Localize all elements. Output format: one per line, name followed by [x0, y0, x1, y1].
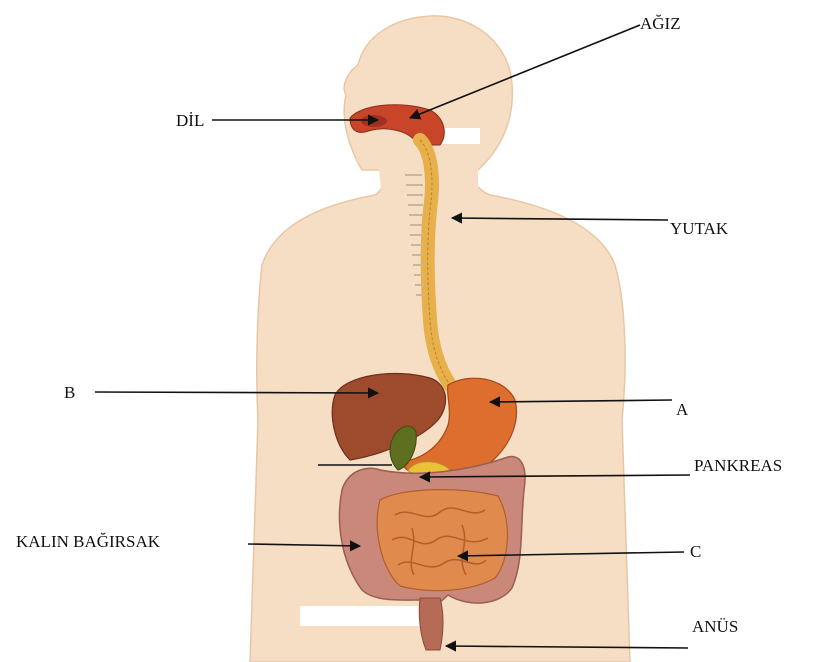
label-pankreas: PANKREAS	[694, 456, 782, 475]
label-c: C	[690, 542, 701, 561]
tongue-organ	[361, 115, 387, 127]
pelvis-gap	[300, 606, 420, 626]
leader-b	[95, 392, 378, 393]
label-dil: DİL	[176, 111, 204, 130]
label-anus: ANÜS	[692, 617, 738, 636]
rectum-organ	[419, 598, 443, 650]
label-a: A	[676, 400, 689, 419]
label-b: B	[64, 383, 75, 402]
label-agiz: AĞIZ	[640, 14, 681, 33]
label-kalin-bagirsak: KALIN BAĞIRSAK	[16, 532, 161, 551]
label-yutak: YUTAK	[670, 219, 729, 238]
small-intestine-organ	[377, 490, 507, 591]
